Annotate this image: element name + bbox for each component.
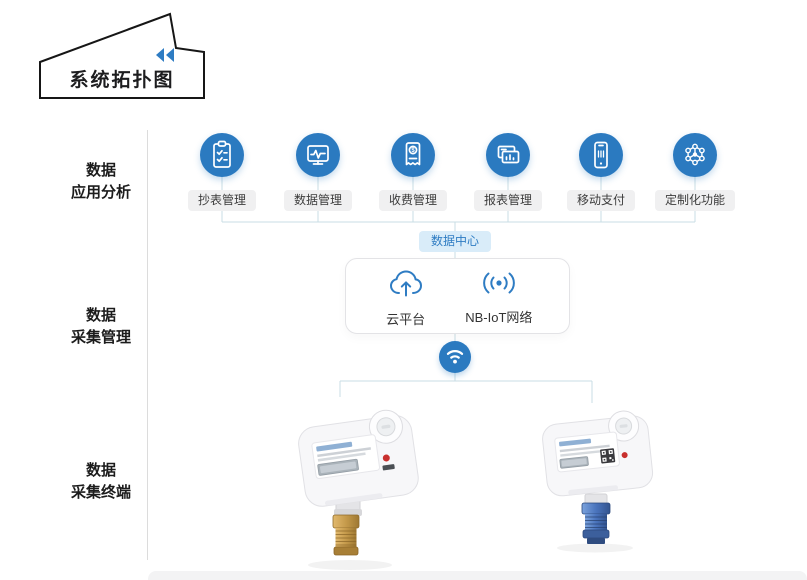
cloud-upload-icon	[383, 264, 429, 307]
network-nodes-icon	[672, 133, 717, 177]
cloud-platform-label: 云平台	[386, 312, 426, 327]
title-banner	[39, 12, 205, 99]
module-report-management: 报表管理	[473, 133, 543, 211]
section-label-data-application: 数据 应用分析	[70, 162, 131, 201]
module-mobile-payment: 移动支付	[566, 133, 636, 211]
platform-panel: 云平台 NB-IoT网络	[345, 258, 570, 334]
water-meter-right	[542, 410, 654, 553]
double-chevron-left-icon	[156, 48, 174, 62]
clipboard-check-icon	[199, 133, 244, 177]
module-label: 数据管理	[283, 190, 353, 211]
module-meter-reading: 抄表管理	[187, 133, 257, 211]
module-label: 抄表管理	[187, 190, 257, 211]
wifi-node	[439, 341, 471, 373]
mobile-pay-icon	[578, 133, 623, 177]
module-custom-functions: 定制化功能	[654, 133, 736, 211]
module-label: 收费管理	[378, 190, 448, 211]
nbiot-network-label: NB-IoT网络	[465, 310, 533, 325]
module-data-management: 数据管理	[283, 133, 353, 211]
qr-code	[600, 448, 616, 464]
nbiot-network-item: NB-IoT网络	[465, 266, 532, 326]
module-label: 报表管理	[473, 190, 543, 211]
signal-icon	[476, 266, 522, 305]
bill-dollar-icon: $	[390, 133, 435, 177]
water-meter-left	[298, 409, 419, 570]
page-title: 系统拓扑图	[69, 70, 175, 91]
section-label-data-collection-management: 数据 采集管理	[70, 307, 131, 346]
wifi-icon	[439, 339, 471, 376]
cloud-platform-item: 云平台	[383, 264, 429, 328]
section-label-data-collection-terminal: 数据 采集终端	[70, 462, 131, 501]
module-label: 移动支付	[566, 190, 636, 211]
module-fee-management: $ 收费管理	[378, 133, 448, 211]
data-center-badge: 数据中心	[418, 231, 492, 252]
section-divider-line	[147, 130, 148, 560]
report-panels-icon	[485, 133, 530, 177]
module-label: 定制化功能	[654, 190, 736, 211]
svg-text:$: $	[411, 148, 415, 154]
bottom-strip	[148, 571, 807, 580]
monitor-wave-icon	[295, 133, 340, 177]
